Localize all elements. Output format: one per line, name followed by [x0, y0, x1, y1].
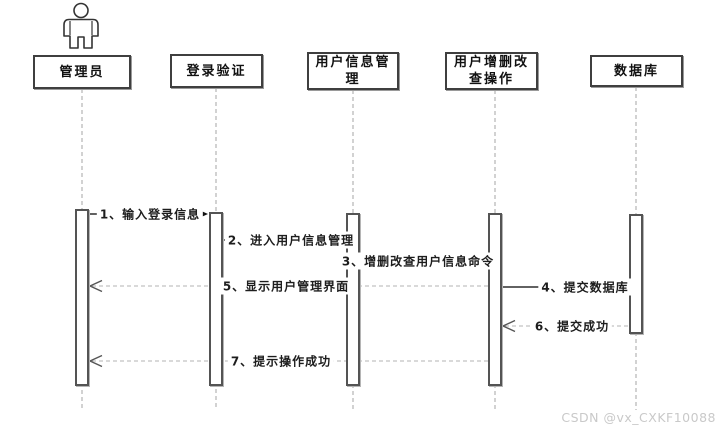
message-label-7: 7、提示操作成功	[227, 352, 335, 370]
activation-bar-crud	[488, 213, 502, 386]
lifeline-box-admin-label: 管理员	[59, 64, 105, 80]
arrowhead-open-5	[88, 279, 103, 293]
lifeline-box-userinfo-label: 用户信息管理	[315, 55, 391, 87]
lifeline-box-login: 登录验证	[170, 54, 263, 88]
lifeline-box-crud-label: 用户增删改查操作	[453, 55, 529, 87]
lifeline-box-login-label: 登录验证	[186, 63, 247, 79]
lifeline-box-userinfo: 用户信息管理	[307, 52, 399, 90]
actor-body	[63, 18, 99, 49]
lifeline-box-db-label: 数据库	[613, 63, 659, 79]
message-label-3: 3、增删改查用户信息命令	[338, 252, 498, 270]
lifeline-box-db: 数据库	[590, 55, 683, 87]
activation-bar-db	[629, 214, 643, 334]
arrowhead-open-6	[501, 319, 516, 333]
message-label-5: 5、显示用户管理界面	[219, 277, 353, 295]
message-label-2: 2、进入用户信息管理	[224, 231, 358, 249]
lifeline-box-crud: 用户增删改查操作	[445, 52, 538, 90]
arrowhead-open-7	[88, 354, 103, 368]
actor-head	[73, 2, 89, 19]
activation-bar-admin	[75, 209, 89, 386]
csdn-watermark: CSDN @vx_CXKF10088	[561, 410, 716, 425]
actor-person-icon	[63, 2, 99, 49]
activation-bar-login	[209, 212, 223, 386]
lifeline-box-admin: 管理员	[33, 55, 131, 89]
message-label-4: 4、提交数据库	[538, 278, 632, 296]
message-label-6: 6、提交成功	[531, 317, 613, 335]
message-label-1: 1、输入登录信息	[96, 205, 204, 223]
